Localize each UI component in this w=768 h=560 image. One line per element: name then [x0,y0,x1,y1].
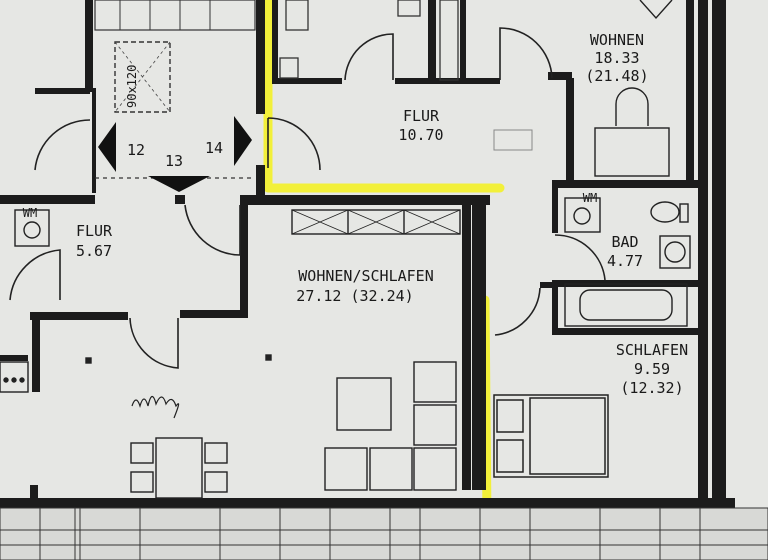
door-arc-wohnen-schlafen [184,204,241,256]
walls [0,0,735,512]
lift-shaft [114,41,171,113]
flur-top-area: 10.70 [398,126,443,144]
doors [9,27,606,369]
stair-step-12: 12 [127,141,145,159]
door-arc-living-bottom [129,317,179,369]
stairwell: 12 13 14 90x120 [94,0,256,192]
wohnen-top-area: 18.33 [594,49,639,67]
schlafen-area-alt: (12.32) [620,379,683,397]
toilet [650,201,680,223]
flur-top-name: FLUR [403,107,440,125]
left-washbasin [14,209,50,247]
wohnen-schlafen-name: WOHNEN/SCHLAFEN [298,267,433,285]
wohnen-top-name: WOHNEN [590,31,644,49]
living-furniture [85,354,457,499]
plant-scribble [131,395,180,419]
top-fixtures [279,0,533,151]
wardrobe [291,209,461,235]
left-fixtures [0,209,50,393]
door-arc-stair-right [267,117,321,171]
wm-label-left: WM [23,206,37,220]
bad-fixtures [564,197,691,327]
wm-label-bad: WM [583,191,597,205]
flur-left-area: 5.67 [76,242,112,260]
lift-size-label: 90x120 [125,65,139,108]
stove [0,361,29,393]
wohnen-top-area-alt: (21.48) [585,67,648,85]
stair-step-14: 14 [205,139,223,157]
bed [493,394,609,478]
bad-name: BAD [611,233,638,251]
door-arc-stair-left [34,119,91,171]
coffee-table [336,377,392,431]
door-arc-schlafen [494,287,541,336]
stair-arrow-left-icon [98,122,116,172]
wohnen-furniture [594,0,673,177]
bad-area: 4.77 [607,252,643,270]
washing-machine [659,235,691,269]
facade-hatching [0,507,768,560]
schlafen-area: 9.59 [634,360,670,378]
door-arc-flur-top [344,33,394,81]
door-arc-bad [554,234,606,281]
stair-arrow-right-icon [234,116,252,166]
wohnen-schlafen-area: 27.12 (32.24) [296,287,413,305]
door-arc-wohnen [499,27,553,80]
door-arc-flur-left [9,249,61,301]
flur-left-name: FLUR [76,222,113,240]
washbasin [564,197,601,233]
stair-arrow-down-icon [148,176,210,192]
stair-step-13: 13 [165,152,183,170]
room-labels: WOHNEN 18.33 (21.48) FLUR 10.70 FLUR 5.6… [23,31,688,397]
schlafen-name: SCHLAFEN [616,341,688,359]
dining-table [155,437,203,499]
bathtub [564,283,688,327]
